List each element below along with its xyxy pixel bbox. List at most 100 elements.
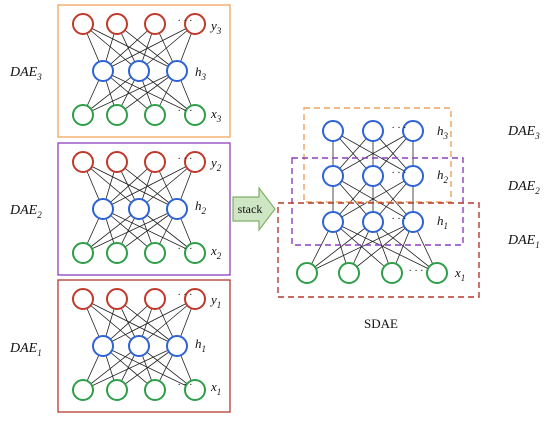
sdae-dae1-label: DAE1	[507, 233, 540, 250]
dae3-output-3-to-hidden-1	[102, 23, 156, 72]
sdae-h2-node-3	[402, 165, 424, 187]
dae3-output-node-1	[72, 13, 94, 35]
dae2-input-node-2	[106, 242, 128, 264]
dae3-output-4-to-hidden-2	[138, 23, 196, 72]
sdae-x1-node-4	[426, 262, 448, 284]
sdae-h1-label: h1	[437, 213, 448, 231]
sdae-dae1-box	[277, 202, 480, 298]
sdae-h2-label: h2	[437, 167, 449, 185]
dae3-hidden-3-to-input-2	[116, 70, 178, 116]
dae2-output-ellipsis: · · ·	[178, 154, 193, 165]
dae1-output-node-3	[144, 288, 166, 310]
dae2-output-1-to-hidden-3	[82, 161, 178, 210]
sdae-x1-label: x1	[454, 265, 465, 283]
dae3-box	[57, 4, 231, 138]
dae3-input-ellipsis: · · ·	[178, 106, 193, 117]
sdae-h2-node-1	[322, 165, 344, 187]
dae3-output-node-4	[184, 13, 206, 35]
dae3-label: DAE3	[9, 65, 42, 82]
dae2-output-node-2	[106, 151, 128, 173]
dae1-hidden-node-3	[166, 335, 188, 357]
sdae-h2-ellipsis: · · ·	[392, 168, 407, 179]
dae2-hidden-node-2	[128, 198, 150, 220]
sdae-h1-1-to-x1-3	[332, 221, 393, 274]
dae2-hidden-2-to-input-4	[138, 208, 196, 254]
dae1-output-ellipsis: · · ·	[178, 290, 193, 301]
dae1-output-node-2	[106, 288, 128, 310]
sdae-h1-node-1	[322, 211, 344, 233]
dae1-hidden-1-to-input-3	[102, 345, 156, 391]
dae1-input-node-4	[184, 379, 206, 401]
dae1-output-4-to-hidden-1	[102, 298, 196, 347]
dae2-hidden-label: h2	[195, 198, 207, 216]
dae3-hidden-node-1	[92, 60, 114, 82]
dae2-input-node-4	[184, 242, 206, 264]
dae2-output-3-to-hidden-1	[102, 161, 156, 210]
sdae-h3-node-2	[362, 120, 384, 142]
dae1-input-node-1	[72, 379, 94, 401]
dae2-output-node-1	[72, 151, 94, 173]
stack-label: stack	[238, 202, 263, 216]
dae2-hidden-node-1	[92, 198, 114, 220]
sdae-caption: SDAE	[364, 316, 398, 331]
dae2-output-node-3	[144, 151, 166, 173]
dae3-hidden-2-to-input-1	[82, 70, 140, 116]
dae1-hidden-3-to-input-2	[116, 345, 178, 391]
dae1-label: DAE1	[9, 341, 42, 358]
dae3-output-label: y3	[209, 18, 222, 36]
dae1-output-node-1	[72, 288, 94, 310]
dae2-output-node-4	[184, 151, 206, 173]
dae3-hidden-2-to-input-4	[138, 70, 196, 116]
dae2-input-node-1	[72, 242, 94, 264]
sdae-h3-node-3	[402, 120, 424, 142]
sdae-h1-2-to-x1-4	[372, 221, 438, 274]
sdae-h1-node-2	[362, 211, 384, 233]
dae2-label: DAE2	[9, 203, 42, 220]
sdae-h1-3-to-x1-2	[348, 221, 414, 274]
sdae-h2-3-to-h1-1	[332, 175, 414, 223]
dae1-input-label: x1	[210, 379, 221, 397]
sdae-dae2-label: DAE2	[507, 179, 540, 196]
dae1-hidden-node-1	[92, 335, 114, 357]
sdae-h3-node-1	[322, 120, 344, 142]
sdae-h1-3-to-x1-1	[306, 221, 414, 274]
dae3-hidden-1-to-input-3	[102, 70, 156, 116]
sdae-dae2-box	[291, 157, 464, 246]
sdae-x1-node-2	[338, 262, 360, 284]
sdae-dae3-label: DAE3	[507, 124, 540, 141]
dae1-output-4-to-hidden-2	[138, 298, 196, 347]
dae1-hidden-2-to-input-4	[138, 345, 196, 391]
dae3-output-1-to-hidden-3	[82, 23, 178, 72]
sdae-dae3-box	[303, 107, 452, 203]
dae1-hidden-3-to-input-1	[82, 345, 178, 391]
sdae-h2-node-2	[362, 165, 384, 187]
dae2-hidden-1-to-input-4	[102, 208, 196, 254]
dae3-output-node-3	[144, 13, 166, 35]
dae3-input-label: x3	[210, 106, 222, 124]
sdae-x1-node-3	[381, 262, 403, 284]
dae1-hidden-1-to-input-4	[102, 345, 196, 391]
sdae-x1-node-1	[296, 262, 318, 284]
dae2-output-4-to-hidden-1	[102, 161, 196, 210]
dae2-hidden-1-to-input-3	[102, 208, 156, 254]
dae2-input-node-3	[144, 242, 166, 264]
sdae-h1-2-to-x1-1	[306, 221, 374, 274]
stack-arrow: stack	[232, 186, 276, 232]
dae3-input-node-4	[184, 104, 206, 126]
dae1-input-node-2	[106, 379, 128, 401]
dae3-output-1-to-hidden-2	[82, 23, 140, 72]
dae1-output-1-to-hidden-2	[82, 298, 140, 347]
dae1-output-3-to-hidden-1	[102, 298, 156, 347]
dae3-hidden-label: h3	[195, 64, 207, 82]
dae1-hidden-label: h1	[195, 336, 206, 354]
sdae-h3-3-to-h2-1	[332, 130, 414, 177]
boxes-layer	[57, 4, 480, 413]
dae3-hidden-3-to-input-1	[82, 70, 178, 116]
dae2-hidden-3-to-input-2	[116, 208, 178, 254]
dae2-output-label: y2	[209, 155, 222, 173]
sdae-h1-ellipsis: · · ·	[392, 214, 407, 225]
dae1-hidden-2-to-input-1	[82, 345, 140, 391]
dae2-hidden-node-3	[166, 198, 188, 220]
dae3-output-ellipsis: · · ·	[178, 16, 193, 27]
